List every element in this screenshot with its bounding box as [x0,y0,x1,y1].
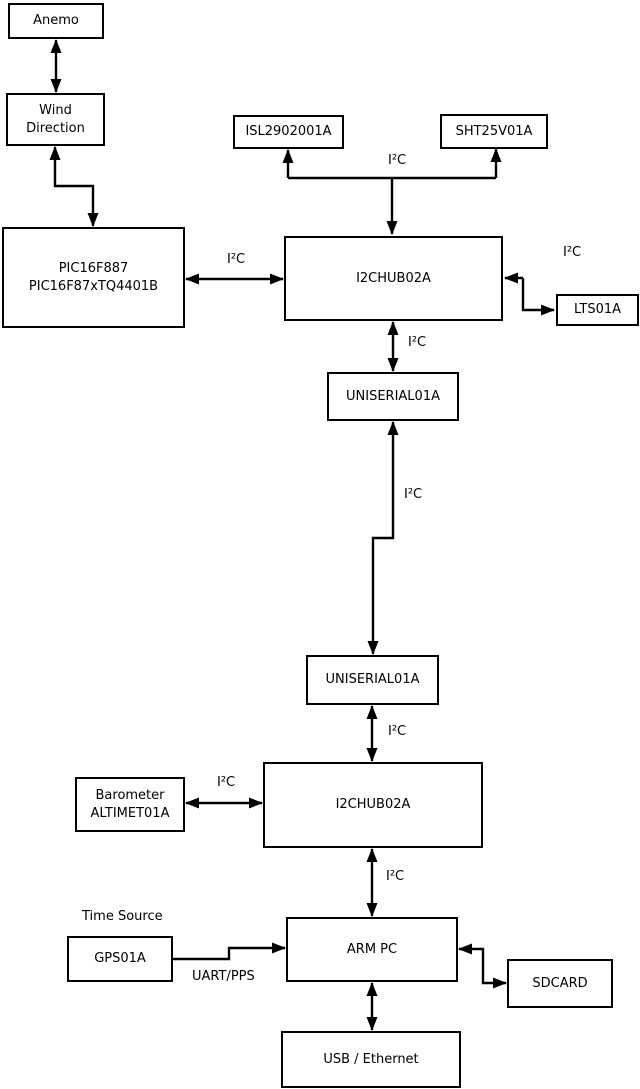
box-sht: SHT25V01A [440,114,548,149]
box-gps: GPS01A [67,936,173,982]
box-pic-label-line2: PIC16F87xTQ4401B [28,278,159,294]
i2c-label-uniserial-hub-bottom: I²C [388,724,407,739]
uart-pps-label: UART/PPS [192,969,255,984]
connector-uniserialtop-uniserialbottom [367,421,399,655]
box-hub-top-label: I2CHUB02A [356,270,431,286]
time-source-label: Time Source [82,909,163,924]
i2c-label-hub-armpc: I²C [386,869,405,884]
box-barometer: Barometer ALTIMET01A [75,777,185,832]
box-arm-pc: ARM PC [286,917,458,982]
box-lts: LTS01A [556,294,639,326]
box-hub-top: I2CHUB02A [284,236,503,321]
i2c-label-long-link: I²C [404,487,423,502]
box-uniserial-top: UNISERIAL01A [327,372,459,421]
box-wind-direction-label-line1: Wind [39,102,72,118]
i2c-label-hub-uniserial-top: I²C [408,335,427,350]
box-pic: PIC16F887 PIC16F87xTQ4401B [2,227,185,328]
i2c-label-hub-lts: I²C [563,245,582,260]
i2c-label-sensor-bus: I²C [388,153,407,168]
box-sdcard: SDCARD [507,959,613,1008]
box-usb-ethernet: USB / Ethernet [281,1031,461,1088]
i2c-label-pic-hub: I²C [227,252,246,267]
box-barometer-label-line1: Barometer [95,787,165,803]
box-gps-label: GPS01A [94,951,146,967]
box-anemo: Anemo [8,3,104,39]
connector-wind-pic [49,146,99,227]
box-barometer-label-line2: ALTIMET01A [90,805,170,821]
box-isl: ISL2902001A [233,115,344,149]
box-hub-bottom-label: I2CHUB02A [335,797,411,813]
box-uniserial-bottom: UNISERIAL01A [306,655,439,705]
box-lts-label: LTS01A [573,302,622,318]
box-usb-ethernet-label: USB / Ethernet [323,1051,419,1067]
box-wind-direction-label-line2: Direction [26,120,85,136]
connector-hubtop-lts [521,278,555,316]
connector-armpc-sdcard [458,943,507,989]
box-sht-label: SHT25V01A [455,123,533,139]
box-uniserial-bottom-label: UNISERIAL01A [325,672,420,688]
box-hub-bottom: I2CHUB02A [263,762,483,848]
box-isl-label: ISL2902001A [245,124,332,140]
box-wind-direction: Wind Direction [6,93,105,146]
connector-gps-armpc [173,942,286,961]
i2c-label-barometer-hub: I²C [217,775,236,790]
box-uniserial-top-label: UNISERIAL01A [346,388,440,404]
box-sdcard-label: SDCARD [532,975,588,991]
box-anemo-label: Anemo [33,13,79,29]
box-pic-label-line1: PIC16F887 [58,260,129,276]
box-arm-pc-label: ARM PC [346,941,398,957]
